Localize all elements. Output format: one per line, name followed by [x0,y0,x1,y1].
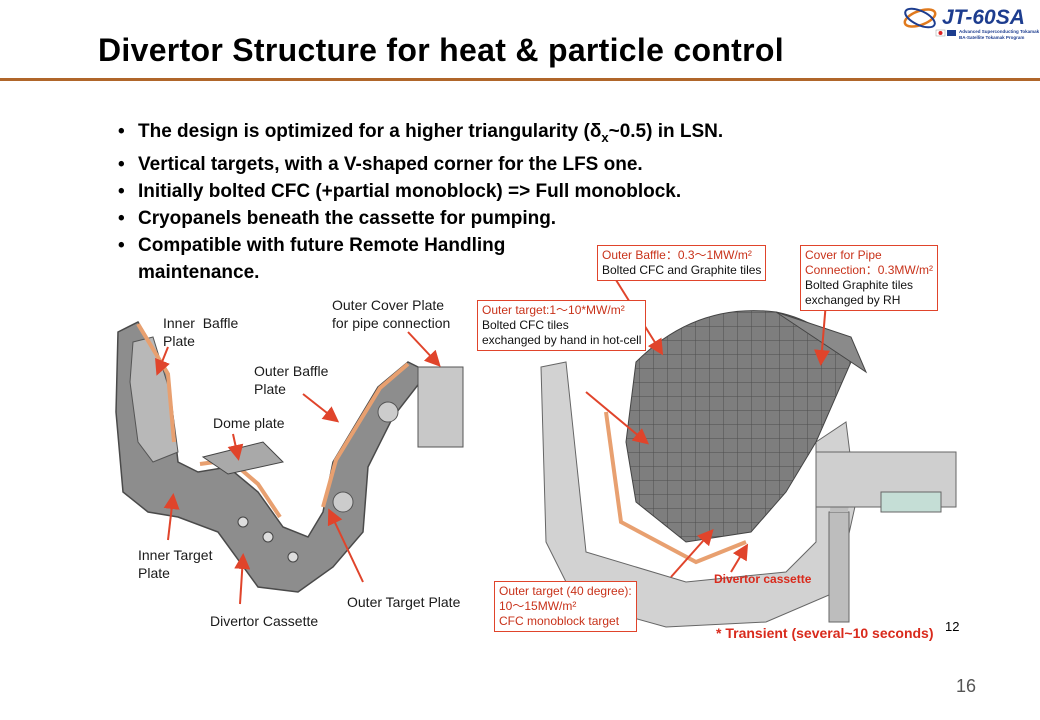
embedded-page-number: 12 [945,619,960,634]
jt60sa-logo: JT-60SA Advanced Superconducting Tokamak… [903,6,1040,40]
page-title: Divertor Structure for heat & particle c… [98,32,784,68]
outer-baffle-label: Outer Baffle Plate [254,363,329,397]
inner-baffle-label: Inner Baffle Plate [163,315,239,349]
slide-number: 16 [956,676,977,696]
divertor-cassette-3d-diagram [540,279,957,628]
title-divider [0,78,1040,81]
outer-target-callout: Outer target:1～10*MW/m² Bolted CFC tiles… [477,300,647,351]
logo-text: JT-60SA [942,6,1025,29]
bullet-4: •Cryopanels beneath the cassette for pum… [118,207,557,229]
transient-footnote: * Transient (several~10 seconds) [716,625,934,641]
divertor-cassette-label: Divertor Cassette [210,613,319,629]
outer-target-40deg-callout: Outer target (40 degree): 10～15MW/m² CFC… [494,581,637,632]
bullet-list: •The design is optimized for a higher tr… [118,118,723,286]
dome-plate-label: Dome plate [213,415,285,431]
logo-sub2: BA-Satellite Tokamak Program [959,35,1024,40]
inner-target-label: Inner Target Plate [138,547,213,581]
bullet-1: •The design is optimized for a higher tr… [118,121,724,145]
outer-cover-label: Outer Cover Plate for pipe connection [332,297,451,331]
divertor-cross-section-diagram [115,321,464,605]
cover-pipe-callout: Cover for Pipe Connection：0.3MW/m² Bolte… [800,245,939,311]
divertor-cassette-callout: Divertor cassette [714,572,812,586]
bullet-2: •Vertical targets, with a V-shaped corne… [118,153,643,175]
outer-target-plate-label: Outer Target Plate [347,594,461,610]
outer-baffle-callout: Outer Baffle：0.3～1MW/m² Bolted CFC and G… [597,245,767,281]
logo-sub1: Advanced Superconducting Tokamak [959,29,1040,34]
bullet-5-continuation: maintenance. [138,261,260,283]
bullet-3: •Initially bolted CFC (+partial monobloc… [118,180,682,202]
